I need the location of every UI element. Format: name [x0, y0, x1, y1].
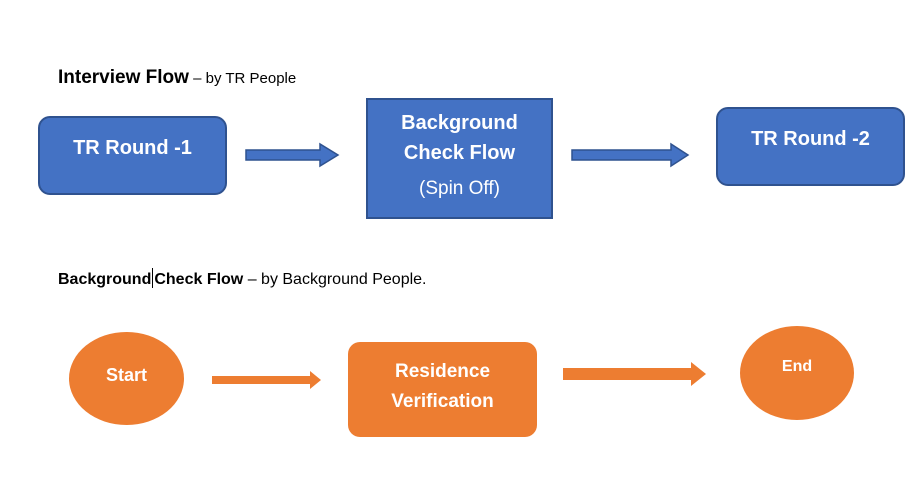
tr-round-2-label: TR Round -2: [751, 128, 870, 150]
background-check-label-line1: Background: [401, 112, 518, 134]
arrow-start-to-residence: [212, 371, 321, 389]
arrow-residence-to-end: [563, 362, 706, 386]
interview-flow-heading-title: Interview Flow: [58, 67, 189, 88]
tr-round-1-node: TR Round -1: [38, 116, 227, 195]
interview-flow-heading: Interview Flow – by TR People: [58, 66, 296, 91]
interview-flow-heading-byline: – by TR People: [188, 70, 297, 87]
end-node: End: [740, 326, 854, 420]
background-check-flow-heading-word2: Check Flow: [154, 271, 244, 288]
background-check-flow-heading-word1: Background: [58, 271, 152, 288]
background-check-label-line2: Check Flow: [403, 142, 516, 164]
residence-label-line2: Verification: [391, 390, 494, 412]
background-check-node: Background Check Flow (Spin Off): [366, 98, 553, 219]
text-cursor: [152, 268, 154, 288]
tr-round-1-label: TR Round -1: [73, 137, 192, 159]
background-check-sublabel: (Spin Off): [419, 178, 500, 199]
residence-verification-node: Residence Verification: [348, 342, 537, 437]
start-node: Start: [69, 332, 184, 425]
end-label: End: [781, 358, 813, 375]
residence-label-line1: Residence: [394, 360, 491, 382]
start-label: Start: [105, 365, 147, 385]
tr-round-2-node: TR Round -2: [716, 107, 905, 186]
background-check-flow-heading-byline: – by Background People.: [243, 271, 427, 288]
arrow-background-check-to-tr2: [571, 142, 690, 168]
arrow-tr1-to-background-check: [245, 142, 340, 168]
